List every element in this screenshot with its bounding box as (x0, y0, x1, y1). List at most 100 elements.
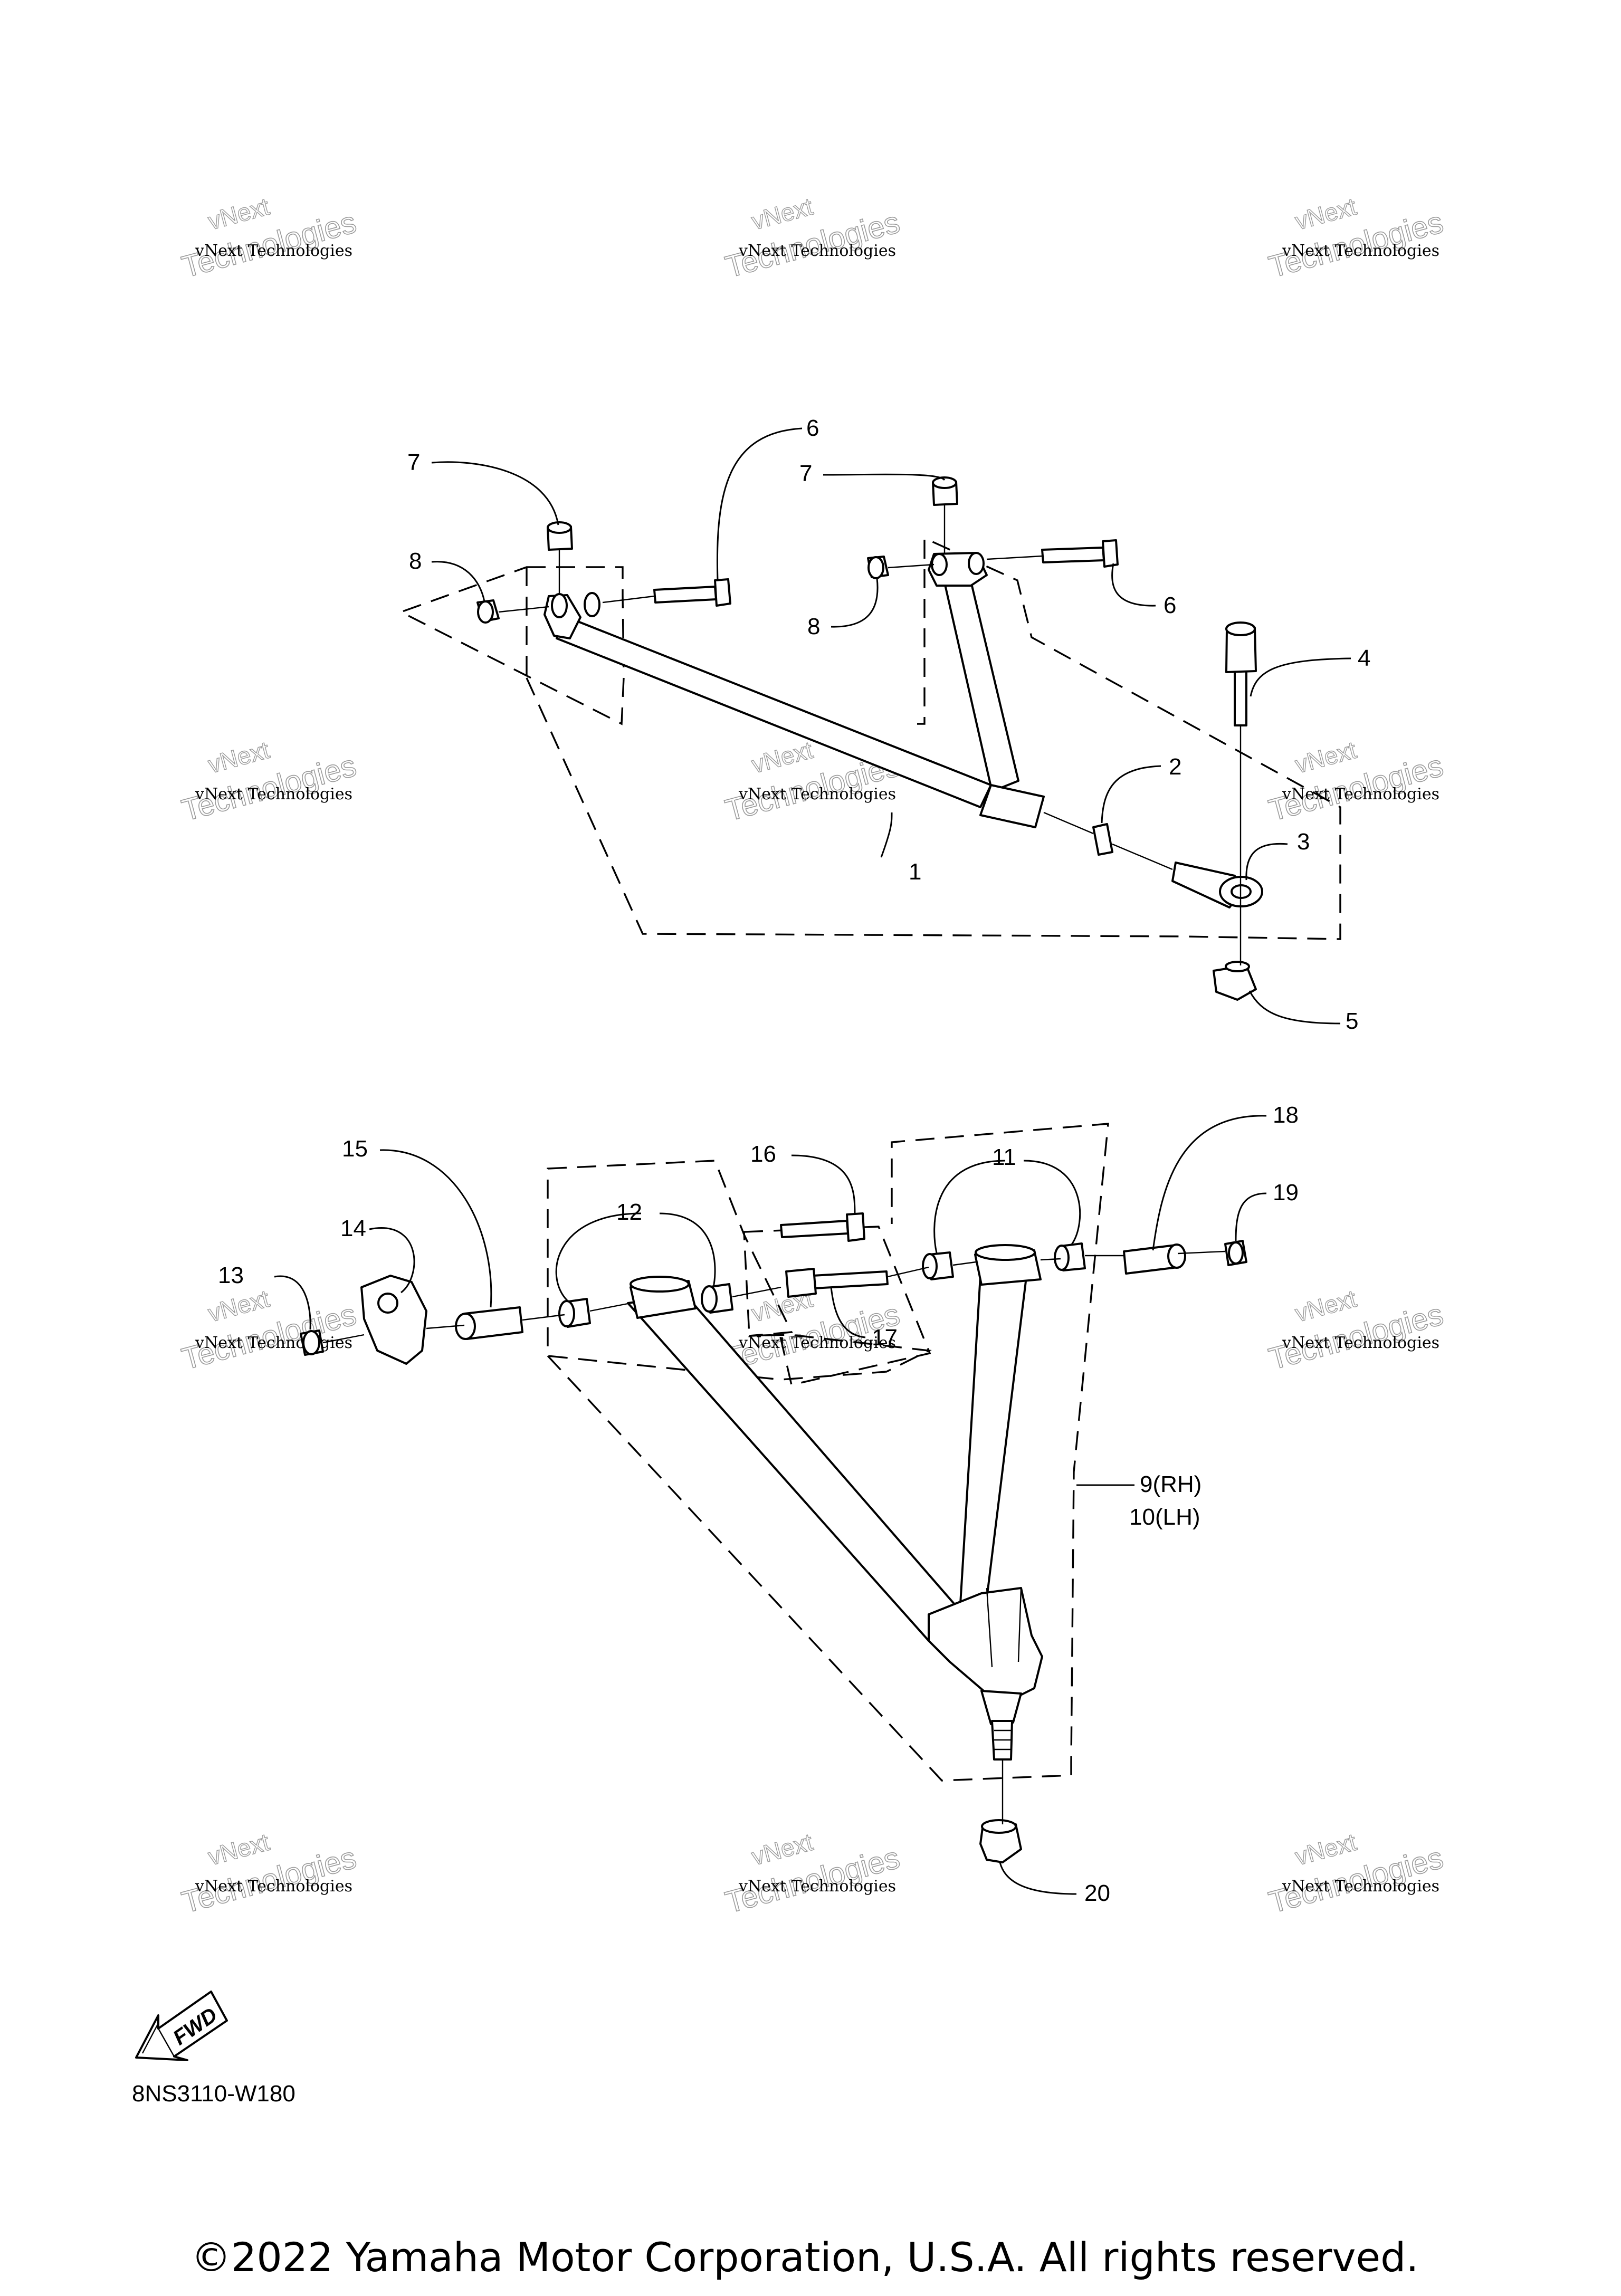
watermark-text: vNext Technologies (1282, 1334, 1439, 1352)
lower-arm-rear-tube (959, 1255, 1030, 1621)
collar-7-rear-top (932, 476, 957, 489)
axis-front-pivot (498, 595, 655, 613)
callout-6a: 6 (806, 415, 819, 441)
upper-arm-front-eye-a (551, 593, 568, 618)
leader-2 (1101, 765, 1161, 824)
axis-lower-rear (732, 1250, 1226, 1298)
lower-arm-front-boss-top (630, 1276, 690, 1293)
axis-lower-front (322, 1302, 631, 1344)
callout-11: 11 (992, 1144, 1016, 1170)
upper-arm-sleeve (979, 784, 1045, 828)
leader-6b (1111, 563, 1156, 607)
callout-3: 3 (1297, 829, 1310, 855)
leader-14 (369, 1227, 415, 1294)
leader-20 (999, 1862, 1077, 1895)
watermark-text: vNext Technologies (195, 242, 352, 260)
leader-5 (1248, 990, 1341, 1025)
leader-7b (823, 473, 946, 481)
fwd-arrow-icon (135, 1991, 228, 2061)
upper-arm-rear-eye-a (931, 553, 948, 576)
upper-arm-group-outline (398, 566, 625, 725)
nut-19-face (1228, 1241, 1244, 1265)
leader-1 (880, 812, 893, 858)
bushing-12-rear-face (701, 1285, 718, 1313)
collar-18-face (1167, 1243, 1186, 1269)
watermark-text: vNext Technologies (1282, 242, 1439, 260)
lower-arm-ball-stud (980, 1690, 1022, 1725)
lower-arm-knuckle (928, 1587, 1043, 1702)
upper-small-parts (476, 476, 1263, 1001)
callout-12: 12 (616, 1199, 642, 1225)
watermark-text: vNext Technologies (195, 1877, 352, 1896)
boot-20-top (981, 1819, 1017, 1834)
watermark-text: vNext Technologies (195, 1334, 352, 1352)
lower-arm-knuckle-rib (986, 1587, 1022, 1668)
bushing-12-front-face (558, 1300, 575, 1327)
bolt-6-rear-head (1102, 539, 1119, 568)
leader-7a (431, 461, 559, 525)
axis-rear-pivot (888, 555, 1043, 569)
watermark-text: vNext Technologies (738, 785, 896, 803)
callout-14: 14 (340, 1216, 366, 1241)
cam-plate-14-hole (377, 1293, 398, 1314)
callout-7a: 7 (407, 449, 420, 475)
leader-15 (379, 1149, 492, 1308)
callout-20: 20 (1084, 1880, 1110, 1906)
lower-arm-kit-outline (547, 1123, 1109, 1782)
lower-small-parts (300, 1212, 1247, 1863)
bushing-8-front-face (477, 600, 494, 624)
callout-10: 10(LH) (1129, 1504, 1200, 1530)
bolt-17 (812, 1270, 889, 1289)
leader-12b (659, 1212, 716, 1288)
nut-13-face (302, 1330, 320, 1355)
leader-18 (1152, 1115, 1267, 1251)
watermark-text: vNext Technologies (1282, 1877, 1439, 1896)
watermark-text: vNext Technologies (195, 785, 352, 803)
collar-7-front-top (547, 521, 572, 534)
bushing-8-rear-face (867, 556, 884, 579)
callout-8b: 8 (807, 614, 820, 639)
upper-arm-kit-outline (526, 537, 1341, 940)
bolt-4-head-top (1225, 621, 1256, 636)
bolt-6-rear (1041, 547, 1105, 563)
leader-16 (791, 1154, 856, 1215)
forward-arrow: FWD (135, 1991, 228, 2061)
leader-8a (431, 561, 485, 602)
callout-13: 13 (218, 1262, 244, 1288)
callout-16: 16 (750, 1141, 776, 1167)
watermark-text: vNext Technologies (738, 1877, 896, 1896)
callout-17: 17 (872, 1325, 898, 1351)
callout-7b: 7 (799, 461, 812, 486)
bolt-16-head (846, 1212, 865, 1242)
bolt-4 (1234, 669, 1247, 726)
diagram-code: 8NS3110-W180 (132, 2081, 295, 2107)
axis-pin-joint (1043, 811, 1173, 870)
leader-lines (274, 427, 1351, 1895)
pin-2 (1092, 823, 1113, 856)
callout-18: 18 (1273, 1102, 1299, 1128)
leader-4 (1250, 657, 1351, 697)
fwd-arrow-bevel (141, 2023, 175, 2057)
bolt-6-front-head (714, 578, 731, 607)
callout-labels: 1 2 3 4 5 6 6 7 7 8 8 9(RH) 10(LH) 11 12… (218, 415, 1370, 1906)
callout-2: 2 (1169, 754, 1181, 780)
leader-3 (1245, 843, 1288, 881)
watermark-text: vNext Technologies (1282, 785, 1439, 803)
callout-15: 15 (342, 1136, 368, 1162)
thread-lines (994, 1729, 1011, 1750)
callout-1: 1 (909, 859, 921, 885)
lower-arm-rear-boss-top (975, 1244, 1036, 1261)
leader-8b (831, 578, 879, 628)
watermark-text: vNext Technologies (738, 242, 896, 260)
callout-19: 19 (1273, 1180, 1299, 1206)
callout-4: 4 (1358, 645, 1370, 671)
bolt-6-front (653, 586, 717, 604)
